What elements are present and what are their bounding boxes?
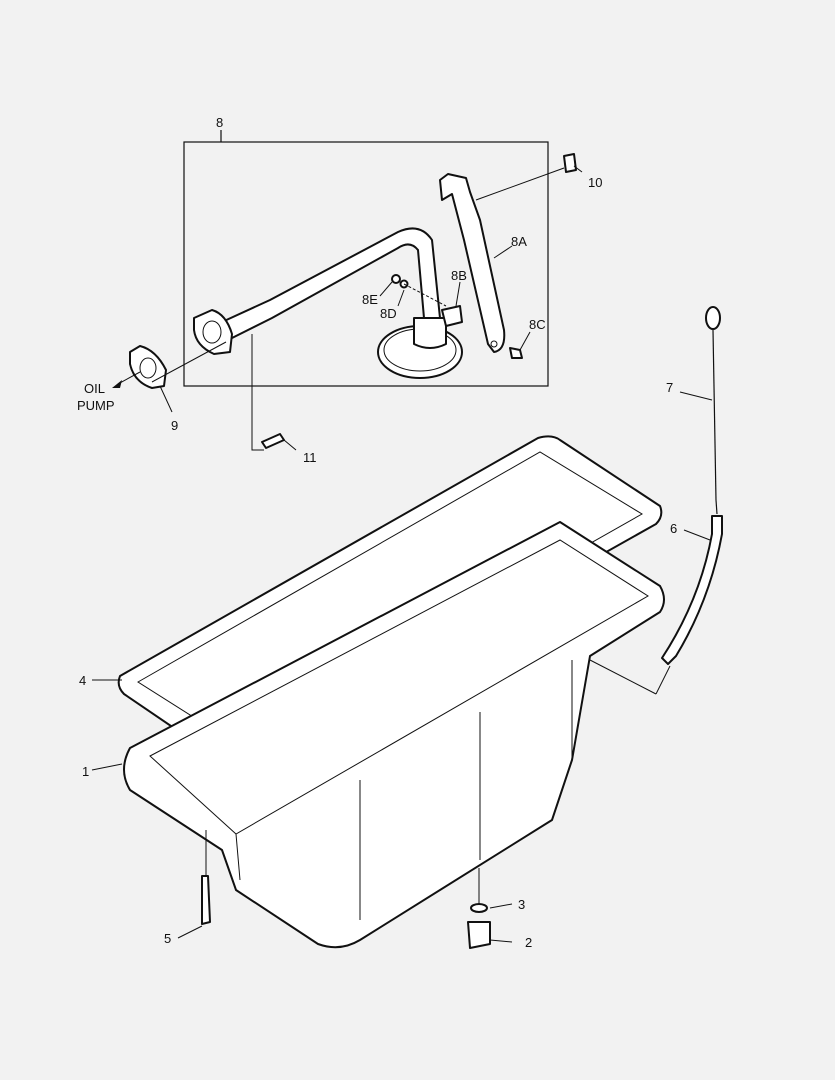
bracket-8a [439,173,506,353]
callout-8c: 8C [529,317,546,332]
bolt-11 [261,433,285,449]
nut-8e [391,274,401,284]
callout-7: 7 [666,380,673,395]
bolt-8c [509,347,523,359]
bolt-10 [563,153,577,173]
dipstick-tube-6 [661,515,723,665]
callout-4: 4 [79,673,86,688]
bolt-5 [201,875,211,925]
washer-3 [470,903,488,913]
drain-plug-2 [467,921,491,949]
callout-1: 1 [82,764,89,779]
callout-5: 5 [164,931,171,946]
oil-pump-label-line2: PUMP [77,398,115,413]
callout-8a: 8A [511,234,527,249]
gasket-9 [129,345,167,389]
clip-8b [441,305,463,327]
dipstick-7 [705,306,721,515]
assembly-8-box [183,141,549,387]
oil-pump-label-line1: OIL [84,381,105,396]
callout-3: 3 [518,897,525,912]
callout-8: 8 [216,115,223,130]
oil-pickup-tube [193,227,463,379]
callout-8b: 8B [451,268,467,283]
oil-pan-1 [123,521,665,949]
callout-8e: 8E [362,292,378,307]
callout-8d: 8D [380,306,397,321]
callout-10: 10 [588,175,602,190]
callout-2: 2 [525,935,532,950]
callout-11: 11 [303,450,317,465]
callout-9: 9 [171,418,178,433]
callout-6: 6 [670,521,677,536]
